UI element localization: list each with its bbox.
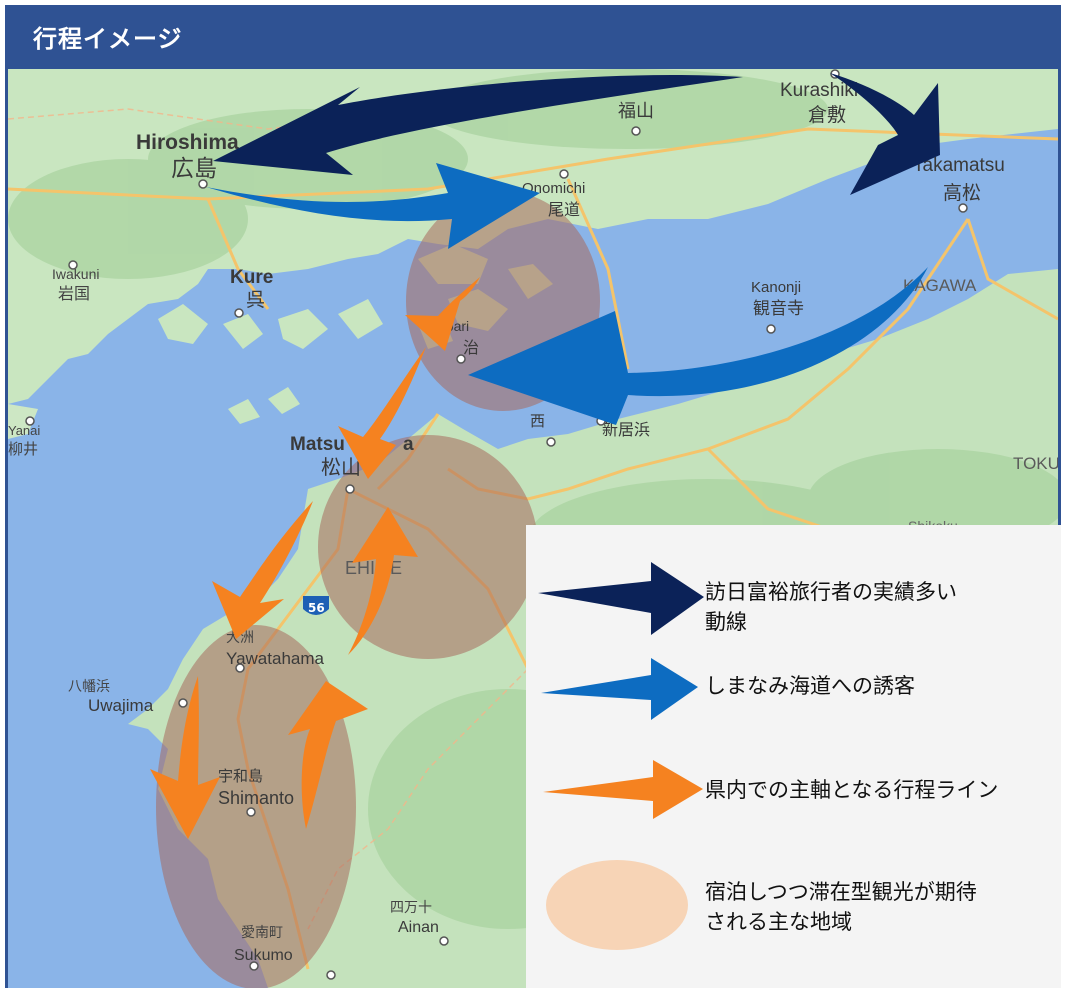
label-ainan-ja: Sukumo xyxy=(234,947,293,964)
label-uwajima-ja: Shimanto xyxy=(218,788,294,808)
label-fukuyama-ja: 福山 xyxy=(618,101,654,121)
arrow-orange-5 xyxy=(288,681,368,829)
label-iwakuni-en: Iwakuni xyxy=(52,266,99,282)
label-ozu-en: 大洲 xyxy=(226,629,254,645)
arrow-orange-3 xyxy=(212,501,313,639)
label-tokushima: TOKU xyxy=(1013,454,1058,473)
legend-stay-area-icon xyxy=(546,860,688,950)
label-hiroshima-ja: 広島 xyxy=(171,155,217,181)
label-yawatahama-en: 八幡浜 xyxy=(68,678,110,694)
page-title: 行程イメージ xyxy=(33,25,183,53)
route-arrows xyxy=(150,73,940,839)
label-kure-ja: 呉 xyxy=(246,290,265,311)
arrow-navy-to-takamatsu xyxy=(830,73,940,195)
label-kurashiki-ja: 倉敷 xyxy=(808,104,846,126)
label-shimanto-en: 四万十 xyxy=(390,899,432,915)
slide-frame: 行程イメージ xyxy=(5,5,1061,988)
legend-arrow-blue-icon xyxy=(541,658,698,720)
title-bar: 行程イメージ xyxy=(5,5,1061,69)
label-kurashiki-en: Kurashiki xyxy=(780,80,858,101)
label-kanonji-ja: 観音寺 xyxy=(753,299,804,318)
route-56-shield: 56 xyxy=(303,596,329,615)
label-kure-en: Kure xyxy=(230,267,273,288)
label-yanai-ja: 柳井 xyxy=(8,441,38,458)
label-ozu-ja: Yawatahama xyxy=(226,649,325,668)
label-matsuyama-en2: a xyxy=(403,434,414,455)
legend-label-stay-area: 宿泊しつつ滞在型観光が期待 される主な地域 xyxy=(705,880,977,934)
label-yanai-en: Yanai xyxy=(8,423,40,438)
label-shimanto-ja: Ainan xyxy=(398,919,439,936)
label-uwajima-en: 宇和島 xyxy=(218,768,263,785)
label-kagawa: KAGAWA xyxy=(903,276,977,295)
arrow-blue-to-onomichi xyxy=(206,163,540,249)
label-takamatsu-ja: 高松 xyxy=(943,182,981,204)
legend-graphics xyxy=(538,562,704,950)
legend-label-wealthy-route: 訪日富裕旅行者の実績多い 動線 xyxy=(705,580,957,634)
label-niihama-ja: 新居浜 xyxy=(602,421,650,439)
label-hiroshima-en: Hiroshima xyxy=(136,131,239,154)
arrow-orange-4 xyxy=(150,676,220,839)
arrow-orange-2 xyxy=(338,347,426,479)
arrow-orange-6 xyxy=(348,507,418,655)
label-iwakuni-ja: 岩国 xyxy=(58,285,90,303)
label-kanonji-en: Kanonji xyxy=(751,279,801,296)
label-yawatahama-ja: Uwajima xyxy=(88,696,154,715)
legend-panel: 訪日富裕旅行者の実績多い 動線 しまなみ海道への誘客 県内での主軸となる行程ライ… xyxy=(526,525,1061,988)
label-imabari-ja: 治 xyxy=(463,339,479,357)
label-onomichi-ja: 尾道 xyxy=(548,201,580,219)
legend-arrow-navy-icon xyxy=(538,562,704,635)
legend-label-shimanami: しまなみ海道への誘客 xyxy=(705,674,915,698)
legend-arrow-orange-icon xyxy=(543,760,703,819)
label-matsuyama-en: Matsu xyxy=(290,434,345,455)
arrow-orange-1 xyxy=(405,277,480,351)
label-takamatsu-en: Takamatsu xyxy=(913,155,1005,176)
arrow-navy-to-hiroshima xyxy=(213,75,743,175)
label-matsuyama-ja: 松山 xyxy=(321,456,361,479)
label-ainan-en: 愛南町 xyxy=(241,924,283,940)
svg-text:56: 56 xyxy=(308,601,325,615)
legend-label-main-route: 県内での主軸となる行程ライン xyxy=(705,778,999,802)
map-labels: Hiroshima 広島 Kurashiki 倉敷 福山 Takamatsu 高… xyxy=(8,80,1058,964)
label-saijo-ja: 西 xyxy=(530,413,545,430)
land-west xyxy=(8,404,38,439)
arrow-blue-to-imabari xyxy=(468,267,928,425)
